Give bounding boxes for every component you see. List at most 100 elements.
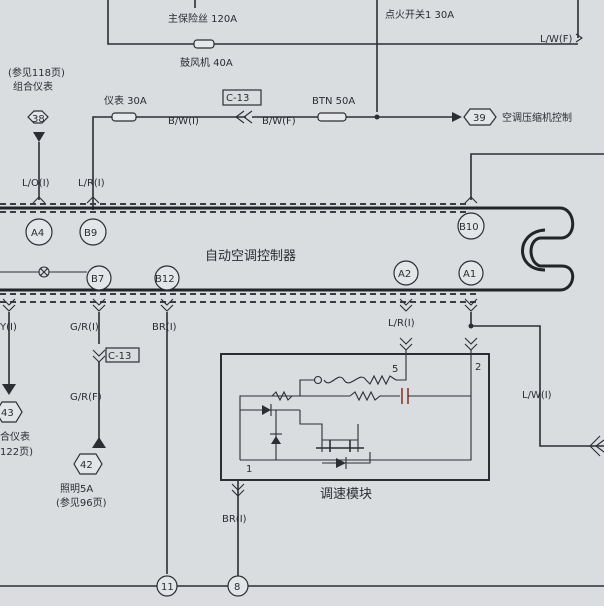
connector-b7-icon (86, 265, 112, 291)
wire-lri-top-label: L/R(I) (78, 178, 105, 189)
ground-8-label: 8 (234, 582, 240, 593)
wire-bwf-label: B/W(F) (262, 116, 296, 127)
connector-a2-icon (393, 260, 419, 286)
capacitor-icon (401, 388, 409, 404)
connector-b12-icon (154, 265, 180, 291)
connector-a2-label: A2 (398, 269, 411, 280)
connector-38-label: 38 (32, 114, 45, 125)
controller-right-hook (521, 228, 546, 272)
wire-gri-label: G/R(I) (70, 322, 99, 333)
connector-c13-top-icon (235, 110, 253, 124)
wire-pin5 (396, 350, 407, 381)
wire-bri-top-label: BR(I) (152, 322, 177, 333)
pin-arrow-b7-icon (92, 298, 106, 312)
auto-ac-label: 自动空调控制器 (205, 249, 296, 264)
wire-lwf-arrow-icon (575, 33, 583, 43)
ref118-label: (参见118页) (8, 66, 65, 79)
wire-a1-branch (470, 312, 604, 447)
thermal-fuse-icon (323, 376, 367, 384)
c13-top-box (222, 89, 262, 106)
meter-fuse-label: 仪表 30A (104, 94, 147, 107)
connector-a4-label: A4 (31, 228, 44, 239)
diode-icon (262, 405, 271, 415)
contact-icon (313, 375, 323, 385)
connector-a1-label: A1 (463, 269, 476, 280)
page-partial-label: 122页) (0, 446, 33, 458)
pin-arrow-a1-lower-icon (464, 337, 478, 351)
speed-module-box (220, 353, 490, 481)
pin-arrow-a1-icon (464, 298, 478, 312)
wire-loi-label: L/O(I) (22, 178, 50, 189)
pin-arrow-b9-icon (86, 196, 100, 204)
pin-arrow-y-icon (2, 298, 16, 312)
zener-diode-icon (271, 436, 281, 444)
btn-fuse-icon (317, 112, 347, 122)
combo-meter-label: 组合仪表 (13, 80, 53, 93)
junction-dot (374, 114, 380, 120)
arrow-down-43-icon (2, 384, 16, 395)
wire-yi-label: Y(I) (0, 322, 17, 333)
c13-top-label: C-13 (226, 93, 249, 104)
connector-lwi-icon (589, 435, 604, 457)
connector-43-icon (0, 401, 23, 423)
meter-fuse-icon (111, 112, 137, 122)
pin-5-label: 5 (392, 364, 398, 375)
body-diode-bar-icon (322, 452, 371, 469)
ref96-label: (参见96页) (56, 496, 107, 509)
lighting-label: 照明5A (60, 483, 93, 495)
resistor-left-icon (271, 390, 293, 402)
connector-b10-icon (457, 212, 485, 240)
lamp-cross-icon (39, 267, 49, 277)
connector-43-label: 43 (1, 408, 14, 419)
btn-fuse-label: BTN 50A (312, 96, 355, 107)
resistor-mid-icon (349, 390, 400, 402)
arrow-down-38-icon (33, 132, 45, 142)
c13-mid-label: C-13 (108, 351, 131, 362)
wire-lri-mid-label: L/R(I) (388, 318, 415, 329)
connector-b12-label: B12 (155, 274, 175, 285)
connector-39-label: 39 (473, 113, 486, 124)
ground-8-icon (227, 575, 249, 597)
connector-a1-icon (458, 260, 484, 286)
wire-lwi-label: L/W(I) (522, 390, 552, 401)
junction-a1-dot (468, 323, 474, 329)
pin-1-label: 1 (246, 464, 252, 475)
mosfet-icon (316, 440, 364, 452)
ignition-fuse-label: 点火开关1 30A (385, 8, 454, 21)
connector-b10-label: B10 (459, 222, 479, 233)
speed-module-label: 调速模块 (320, 487, 372, 502)
arrow-up-42-icon (92, 437, 106, 448)
connector-42-icon (73, 453, 103, 475)
wire-bri-bot-label: BR(I) (222, 514, 247, 525)
blower-label: 鼓风机 40A (180, 56, 233, 69)
main-fuse-label: 主保险丝 120A (168, 12, 237, 25)
wire-grf-label: G/R(F) (70, 392, 102, 403)
connector-b7-label: B7 (91, 274, 104, 285)
pin-arrow-a2-icon (399, 298, 413, 312)
connector-42-label: 42 (80, 460, 93, 471)
c13-mid-box (105, 347, 140, 363)
blower-fuse-icon (193, 39, 215, 49)
resistor-top-1-icon (365, 374, 397, 386)
wire-pin2 (240, 350, 472, 461)
arrow-right-39-icon (452, 112, 462, 122)
pin-arrow-a2-lower-icon (399, 337, 413, 351)
wire-lwf-label: L/W(F) (540, 34, 572, 45)
controller-top-border (0, 206, 575, 292)
wire-top-branch (239, 379, 314, 460)
wire-meter-fuse (92, 116, 246, 200)
pin-arrow-b12-icon (160, 298, 174, 312)
connector-c13-mid-icon (92, 349, 106, 363)
pin-arrow-b10-icon (464, 196, 478, 204)
connector-b9-icon (79, 218, 107, 246)
connector-39-icon (463, 108, 497, 126)
wire-bwi-label: B/W(I) (168, 116, 199, 127)
pin-2-label: 2 (475, 362, 481, 373)
connector-b9-label: B9 (84, 228, 97, 239)
ground-11-label: 11 (161, 582, 174, 593)
pin-arrow-a4-icon (32, 196, 46, 204)
connector-38-icon (27, 110, 49, 124)
ac-compressor-label: 空调压缩机控制 (502, 111, 572, 124)
connector-a4-icon (25, 218, 53, 246)
wire-main-fuse-left (107, 0, 200, 45)
